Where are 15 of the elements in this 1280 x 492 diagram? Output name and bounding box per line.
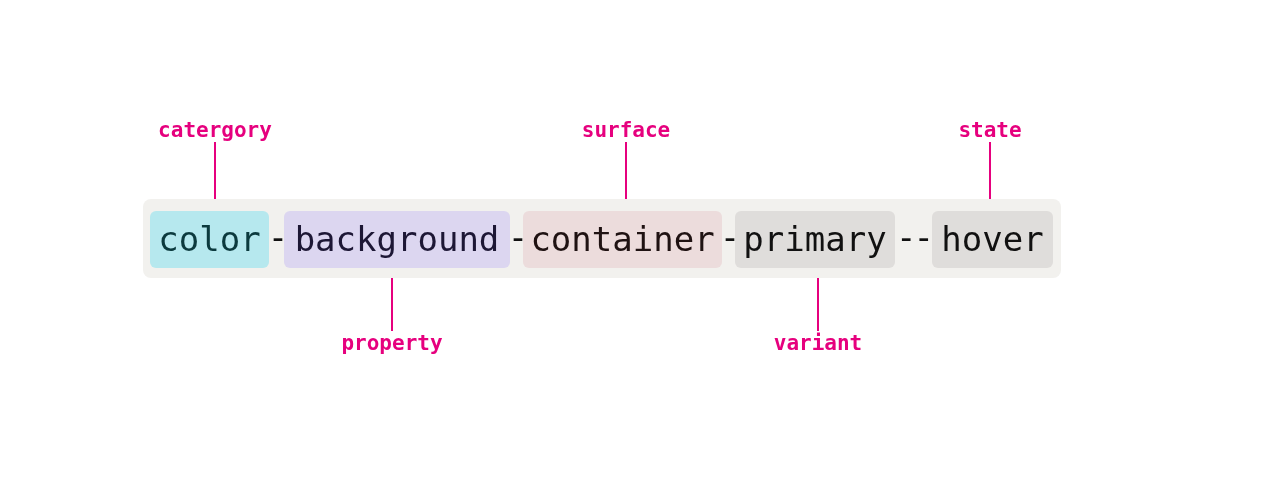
separator-dash: -- <box>895 217 932 257</box>
callout-label: variant <box>773 331 863 355</box>
token-bar <box>143 199 1061 278</box>
token-segment: primary <box>735 211 895 268</box>
callout-label: state <box>958 118 1022 142</box>
token-segment: color <box>150 211 269 268</box>
token-segment: background <box>284 211 510 268</box>
callout-label: property <box>341 331 443 355</box>
separator-dash: - <box>269 217 284 257</box>
callout-label: catergory <box>158 118 272 142</box>
separator-dash: - <box>510 217 523 257</box>
separator-dash: - <box>722 217 735 257</box>
token-segment: container <box>523 211 722 268</box>
callout-label: surface <box>581 118 671 142</box>
token-segment: hover <box>932 211 1053 268</box>
